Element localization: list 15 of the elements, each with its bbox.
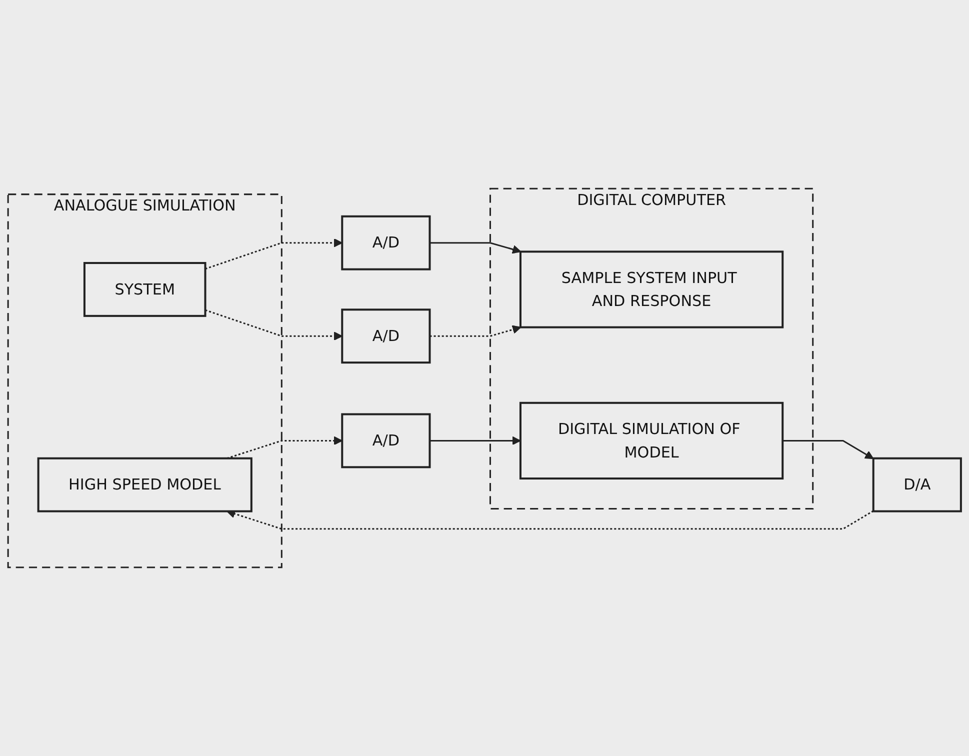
arrow	[205, 238, 343, 270]
node-box: SYSTEM	[83, 262, 206, 317]
arrow	[430, 325, 522, 337]
node-box: A/D	[341, 413, 431, 468]
node-box: D/A	[872, 457, 962, 512]
arrow	[782, 440, 874, 460]
arrow	[430, 436, 521, 446]
node-box: A/D	[341, 215, 431, 270]
node-box: HIGH SPEED MODEL	[37, 457, 252, 512]
node-box: SAMPLE SYSTEM INPUT AND RESPONSE	[519, 250, 784, 328]
node-box: DIGITAL SIMULATION OF MODEL	[519, 402, 784, 480]
arrow	[226, 510, 874, 530]
arrow	[430, 242, 522, 254]
arrow	[205, 309, 343, 341]
node-box: A/D	[341, 308, 431, 364]
